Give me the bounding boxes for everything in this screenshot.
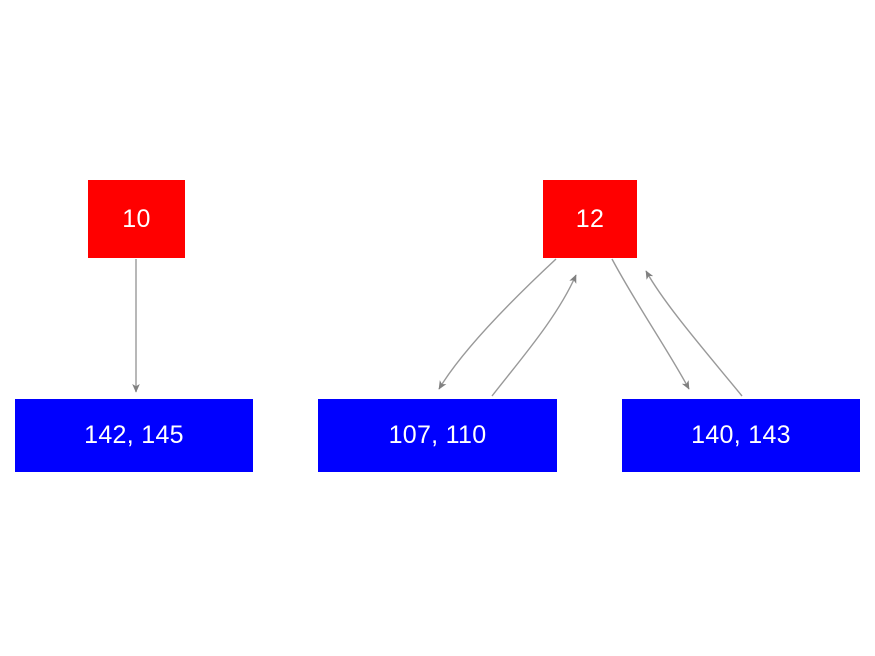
edge-group: [132, 258, 743, 397]
node-label: 140, 143: [691, 421, 791, 449]
edge-leaf107-to-n12: [491, 274, 577, 397]
node-label: 10: [122, 204, 151, 233]
node-internal-10[interactable]: 10: [88, 180, 185, 258]
node-leaf-107-110[interactable]: 107, 110: [318, 399, 557, 472]
edge-leaf140-to-n12: [645, 270, 743, 397]
node-leaf-140-143[interactable]: 140, 143: [622, 399, 860, 472]
node-leaf-142-145[interactable]: 142, 145: [15, 399, 253, 472]
node-label: 142, 145: [84, 421, 184, 449]
node-label: 12: [575, 204, 605, 233]
node-internal-12[interactable]: 12: [543, 180, 637, 258]
edge-n12-to-leaf140: [611, 258, 690, 390]
node-label: 107, 110: [388, 421, 487, 449]
edge-n12-to-leaf107: [438, 258, 557, 390]
